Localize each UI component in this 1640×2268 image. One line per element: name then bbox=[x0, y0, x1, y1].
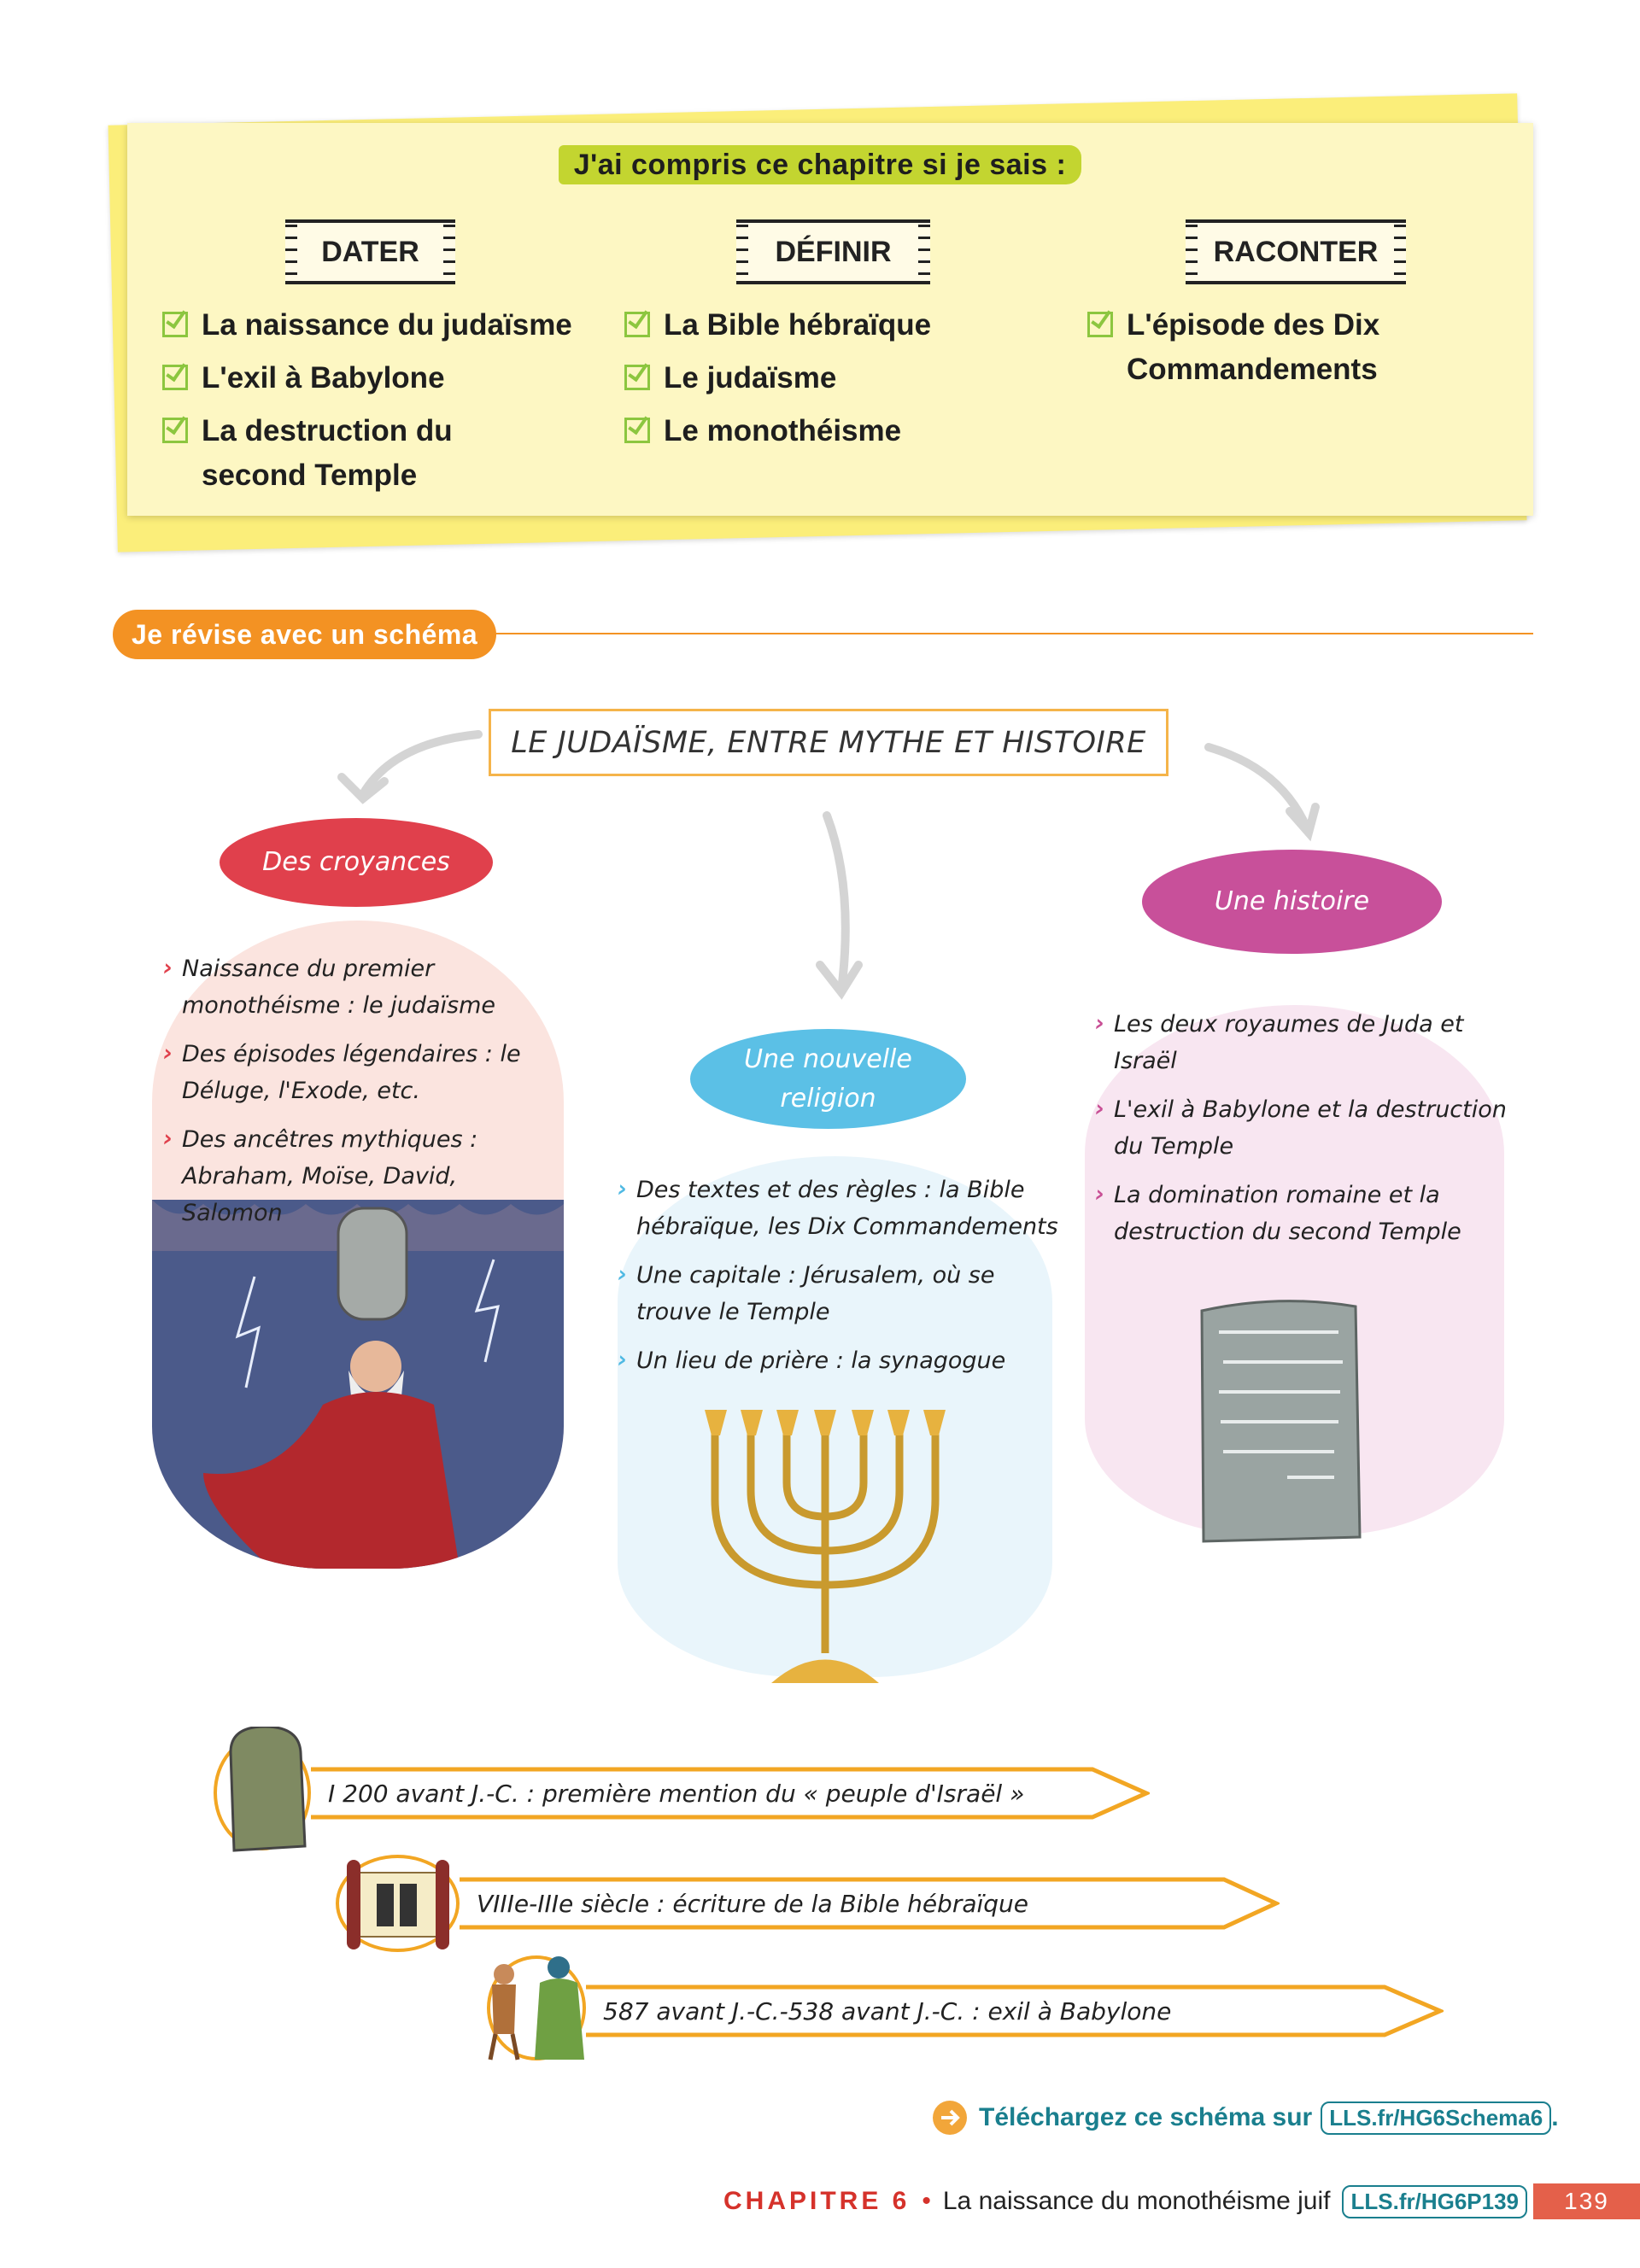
footer-title: La naissance du monothéisme juif bbox=[942, 2187, 1331, 2215]
list-item: L'exil à Babylone et la destruction du T… bbox=[1095, 1090, 1522, 1165]
list-item: La domination romaine et la destruction … bbox=[1095, 1176, 1522, 1250]
tag-raconter: RACONTER bbox=[1186, 219, 1406, 284]
timeline-arrow bbox=[460, 1877, 1280, 1930]
branch-croyances: Des croyances bbox=[220, 818, 493, 907]
check-item: L'exil à Babylone bbox=[162, 356, 572, 400]
timeline-label: 587 avant J.-C.-538 avant J.-C. : exil à… bbox=[603, 1996, 1172, 2025]
list-item: Naissance du premier monothéisme : le ju… bbox=[163, 950, 565, 1024]
histoire-list: Les deux royaumes de Juda et Israël L'ex… bbox=[1095, 1005, 1522, 1262]
arrow-center-head bbox=[816, 961, 863, 1000]
recap-title: J'ai compris ce chapitre si je sais : bbox=[0, 145, 1640, 184]
timeline-event: I 200 avant J.-C. : première mention du … bbox=[311, 1767, 1150, 1820]
check-label: La destruction du second Temple bbox=[202, 414, 453, 492]
download-link[interactable]: LLS.fr/HG6Schema6 bbox=[1321, 2101, 1552, 2135]
moses-illustration bbox=[152, 1200, 564, 1569]
check-item: La destruction du second Temple bbox=[162, 409, 572, 498]
footer: CHAPITRE 6 • La naissance du monothéisme… bbox=[723, 2183, 1527, 2219]
check-label: Le judaïsme bbox=[664, 361, 837, 395]
check-label: L'épisode des Dix Commandements bbox=[1127, 308, 1380, 386]
section-divider bbox=[487, 633, 1533, 634]
arrow-left-head bbox=[337, 773, 389, 804]
timeline-event: VIIIe-IIIe siècle : écriture de la Bible… bbox=[460, 1877, 1280, 1930]
checkbox-icon bbox=[624, 312, 650, 337]
timeline-label: I 200 avant J.-C. : première mention du … bbox=[328, 1779, 1025, 1808]
branch-religion: Une nouvelle religion bbox=[690, 1029, 966, 1129]
arrow-right-head bbox=[1286, 803, 1320, 842]
stone-tablet-icon bbox=[1200, 1300, 1362, 1543]
exile-figures-icon bbox=[488, 1956, 584, 2060]
dater-list: La naissance du judaïsme L'exil à Babylo… bbox=[162, 303, 572, 498]
list-item: Les deux royaumes de Juda et Israël bbox=[1095, 1005, 1522, 1079]
recap-note bbox=[127, 123, 1533, 516]
check-label: La naissance du judaïsme bbox=[202, 308, 572, 342]
list-item: Une capitale : Jérusalem, où se trouve l… bbox=[618, 1256, 1062, 1330]
timeline-event: 587 avant J.-C.-538 avant J.-C. : exil à… bbox=[586, 1984, 1444, 2037]
arrow-right-icon bbox=[1204, 743, 1311, 833]
checkbox-icon bbox=[162, 418, 188, 443]
tag-definir: DÉFINIR bbox=[736, 219, 930, 284]
definir-list: La Bible hébraïque Le judaïsme Le monoth… bbox=[624, 303, 1034, 453]
check-label: L'exil à Babylone bbox=[202, 361, 445, 395]
check-item: Le monothéisme bbox=[624, 409, 1034, 453]
raconter-list: L'épisode des Dix Commandements bbox=[1087, 303, 1446, 392]
arrow-left-icon bbox=[359, 730, 483, 798]
branch-histoire: Une histoire bbox=[1142, 850, 1442, 954]
timeline-arrow bbox=[311, 1767, 1150, 1820]
menorah-icon bbox=[705, 1410, 946, 1683]
download-end: . bbox=[1551, 2103, 1559, 2131]
religion-list: Des textes et des règles : la Bible hébr… bbox=[618, 1171, 1062, 1391]
check-label: La Bible hébraïque bbox=[664, 308, 932, 342]
check-item: La Bible hébraïque bbox=[624, 303, 1034, 348]
list-item: Des épisodes légendaires : le Déluge, l'… bbox=[163, 1035, 565, 1109]
checkbox-icon bbox=[162, 365, 188, 390]
arrow-center-icon bbox=[823, 811, 850, 995]
check-item: La naissance du judaïsme bbox=[162, 303, 572, 348]
checkbox-icon bbox=[1087, 312, 1113, 337]
checkbox-icon bbox=[162, 312, 188, 337]
download-line: Téléchargez ce schéma sur LLS.fr/HG6Sche… bbox=[933, 2101, 1559, 2135]
list-item: Des ancêtres mythiques : Abraham, Moïse,… bbox=[163, 1120, 565, 1231]
schema-arrows bbox=[337, 730, 1320, 1000]
check-label: Le monothéisme bbox=[664, 414, 902, 447]
tag-dater: DATER bbox=[285, 219, 455, 284]
checkbox-icon bbox=[624, 365, 650, 390]
stele-icon bbox=[229, 1727, 307, 1852]
croyances-list: Naissance du premier monothéisme : le ju… bbox=[163, 950, 565, 1243]
footer-link[interactable]: LLS.fr/HG6P139 bbox=[1342, 2184, 1527, 2218]
footer-chapter: CHAPITRE 6 bbox=[723, 2187, 911, 2215]
recap-title-text: J'ai compris ce chapitre si je sais : bbox=[558, 145, 1082, 184]
page-number: 139 bbox=[1533, 2183, 1640, 2219]
timeline-label: VIIIe-IIIe siècle : écriture de la Bible… bbox=[477, 1889, 1029, 1918]
footer-bullet: • bbox=[922, 2187, 931, 2215]
list-item: Des textes et des règles : la Bible hébr… bbox=[618, 1171, 1062, 1245]
timeline-circle bbox=[336, 1855, 460, 1952]
list-item: Un lieu de prière : la synagogue bbox=[618, 1342, 1062, 1379]
arrow-right-circle-icon bbox=[933, 2101, 967, 2135]
download-text: Téléchargez ce schéma sur bbox=[979, 2103, 1313, 2131]
check-item: L'épisode des Dix Commandements bbox=[1087, 303, 1446, 392]
check-item: Le judaïsme bbox=[624, 356, 1034, 400]
checkbox-icon bbox=[624, 418, 650, 443]
timeline-arrow bbox=[586, 1984, 1444, 2037]
torah-scroll-icon bbox=[347, 1860, 449, 1949]
schema-title: LE JUDAÏSME, ENTRE MYTHE ET HISTOIRE bbox=[489, 709, 1168, 776]
section-title: Je révise avec un schéma bbox=[113, 610, 496, 659]
